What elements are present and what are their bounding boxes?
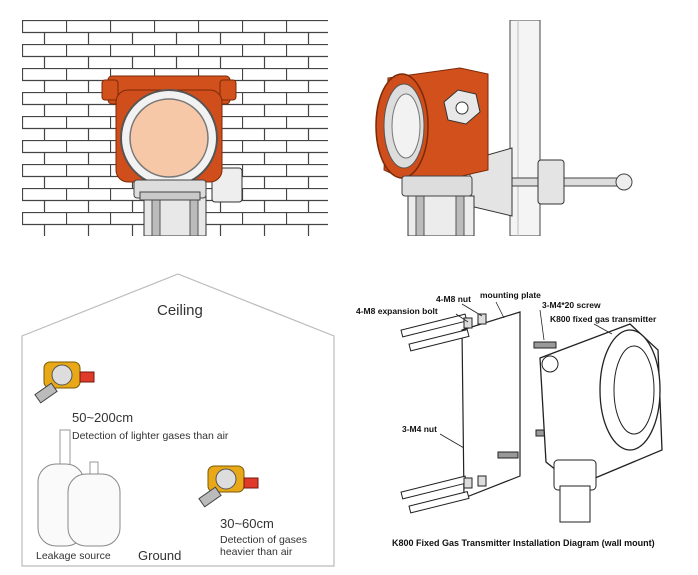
heavy-gas-description-line1: Detection of gases — [220, 534, 307, 546]
mounting-plate-label: mounting plate — [480, 290, 541, 300]
heavy-distance-label: 30~60cm — [220, 516, 274, 531]
pipe-mount-drawing — [362, 20, 678, 236]
installation-caption: K800 Fixed Gas Transmitter Installation … — [392, 538, 655, 548]
heavy-gas-description-line2: heavier than air — [220, 546, 293, 558]
installation-diagram: 4-M8 expansion bolt 4-M8 nut mounting pl… — [344, 280, 694, 570]
ceiling-label: Ceiling — [157, 302, 203, 319]
transmitter-label: K800 fixed gas transmitter — [550, 314, 657, 324]
m4-screw-label: 3-M4*20 screw — [542, 300, 601, 310]
wall-mount-illustration — [22, 20, 328, 236]
leakage-source-label: Leakage source — [36, 550, 111, 562]
upper-detector — [34, 361, 95, 404]
placement-diagram: Ceiling 50~200cm Detection of lighter ga… — [0, 270, 336, 570]
ground-label: Ground — [138, 548, 182, 563]
gas-cylinder-right — [67, 461, 121, 547]
pipe-mount-illustration — [362, 20, 678, 236]
light-gas-description: Detection of lighter gases than air — [72, 430, 229, 442]
brick-wall-transmitter-drawing — [22, 20, 328, 236]
m8-nut-label: 4-M8 nut — [436, 294, 471, 304]
m4-nut-label: 3-M4 nut — [402, 424, 437, 434]
lower-detector — [198, 465, 259, 508]
exploded-view-drawing — [400, 301, 663, 523]
light-distance-label: 50~200cm — [72, 410, 134, 425]
expansion-bolt-label: 4-M8 expansion bolt — [356, 306, 438, 316]
house-outline-drawing — [21, 273, 335, 567]
